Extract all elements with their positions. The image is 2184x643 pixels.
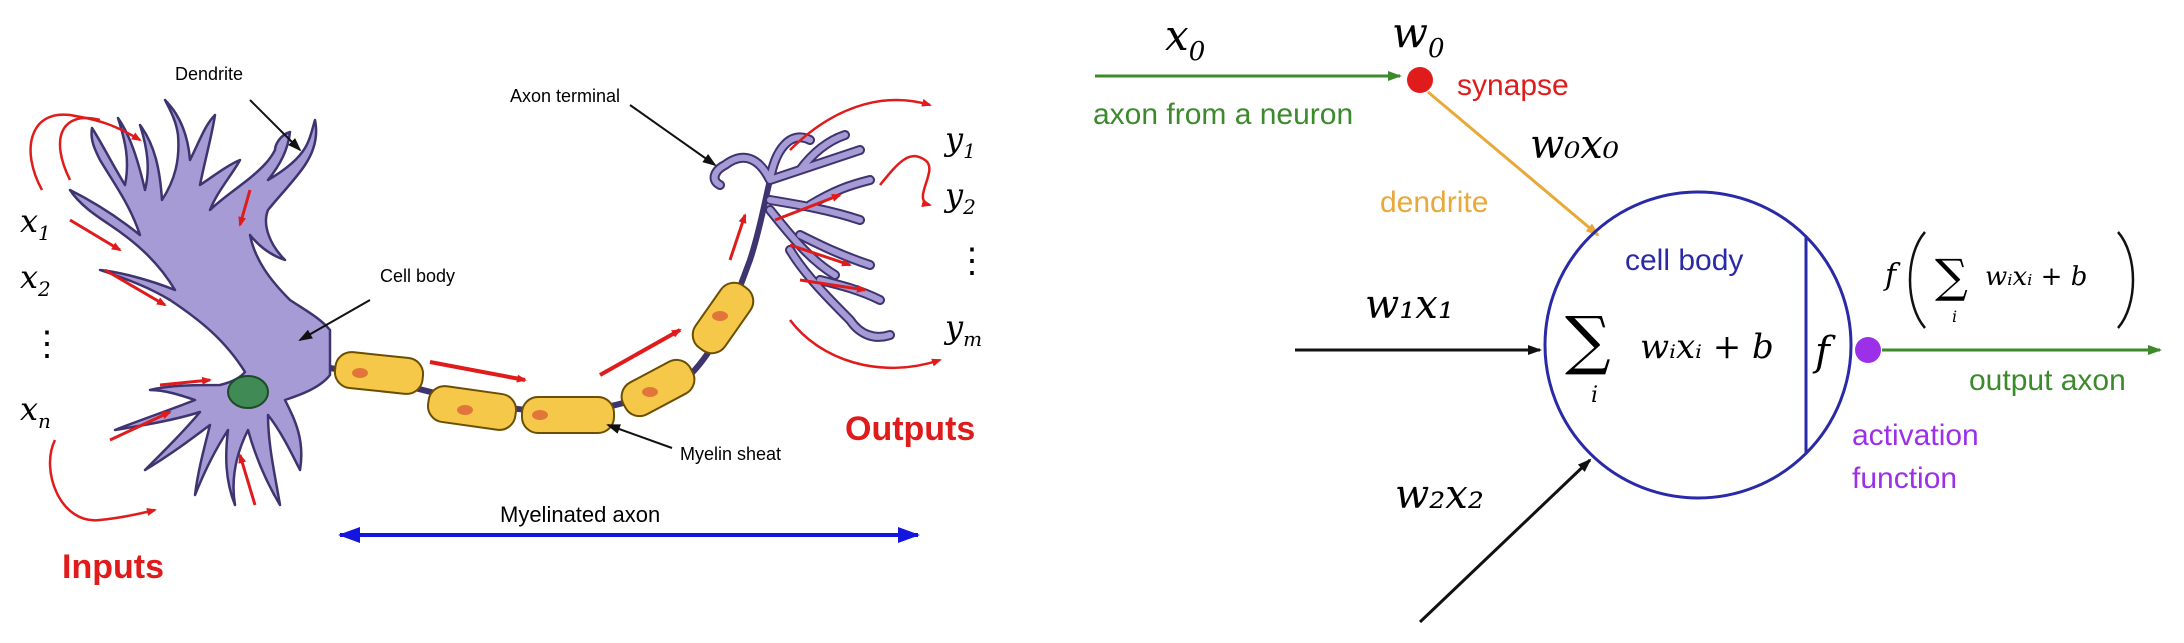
activation-label-line2: function [1852, 462, 1957, 495]
svg-text:i: i [1952, 307, 1957, 326]
activation-dot [1855, 337, 1881, 363]
dendrite-label: Dendrite [175, 64, 243, 84]
input-ellipsis: ⋮ [30, 324, 64, 364]
dendrite-label-model: dendrite [1380, 186, 1488, 219]
output-y1: y1 [943, 120, 976, 163]
inputs-label: Inputs [62, 548, 164, 586]
myelinated-axon-label: Myelinated axon [500, 502, 660, 527]
output-axon-label: output axon [1969, 364, 2126, 397]
signal-arrows [69, 189, 867, 506]
svg-text:wᵢxᵢ + b: wᵢxᵢ + b [1985, 262, 2087, 292]
output-formula: f ∑ i wᵢxᵢ + b [1883, 231, 2135, 329]
w2x2-label: w₂x₂ [1395, 472, 1484, 518]
outputs-label: Outputs [845, 410, 975, 448]
w2x2-arrow [1418, 458, 1592, 624]
nucleus [227, 375, 269, 409]
cell-body-label: Cell body [380, 266, 455, 286]
neuron-cell-shape [68, 98, 332, 507]
w1x1-label: w₁x₁ [1365, 282, 1454, 328]
input-x2: x2 [20, 258, 51, 301]
sum-expression: wᵢxᵢ + b [1640, 327, 1774, 367]
synapse-dot [1407, 67, 1433, 93]
output-ym: ym [943, 308, 982, 351]
synapse-label: synapse [1457, 69, 1569, 102]
x0-label: x0 [1165, 11, 1205, 67]
sum-index: i [1591, 383, 1598, 408]
w0-label: w0 [1392, 8, 1445, 64]
input-x1: x1 [20, 202, 51, 245]
output-ellipsis: ⋮ [955, 241, 989, 281]
artificial-neuron-panel: axon from a neuron synapse x0 w0 dendrit… [1093, 8, 2162, 624]
dendrite-line [1427, 90, 1600, 237]
svg-text:f: f [1883, 258, 1901, 293]
axon-terminal-label: Axon terminal [510, 86, 620, 106]
activation-label-line1: activation [1852, 419, 1979, 452]
myelin-sheaths [333, 281, 755, 434]
activation-f: f [1812, 329, 1836, 375]
cell-body-label-model: cell body [1625, 244, 1743, 277]
svg-text:∑: ∑ [1935, 249, 1968, 303]
label-pointers [249, 99, 717, 449]
io-curves [29, 98, 942, 522]
sum-symbol: ∑ [1565, 304, 1611, 378]
w0x0-label: w₀x₀ [1530, 122, 1619, 168]
myelin-sheath-label: Myelin sheat [680, 444, 781, 464]
axon-from-neuron-label: axon from a neuron [1093, 98, 1353, 131]
cell-body-circle [1543, 190, 1853, 500]
output-y2: y2 [943, 176, 976, 219]
input-xn: xn [20, 390, 51, 433]
biological-neuron-panel: Dendrite Cell body Axon terminal Myelin … [20, 64, 989, 586]
